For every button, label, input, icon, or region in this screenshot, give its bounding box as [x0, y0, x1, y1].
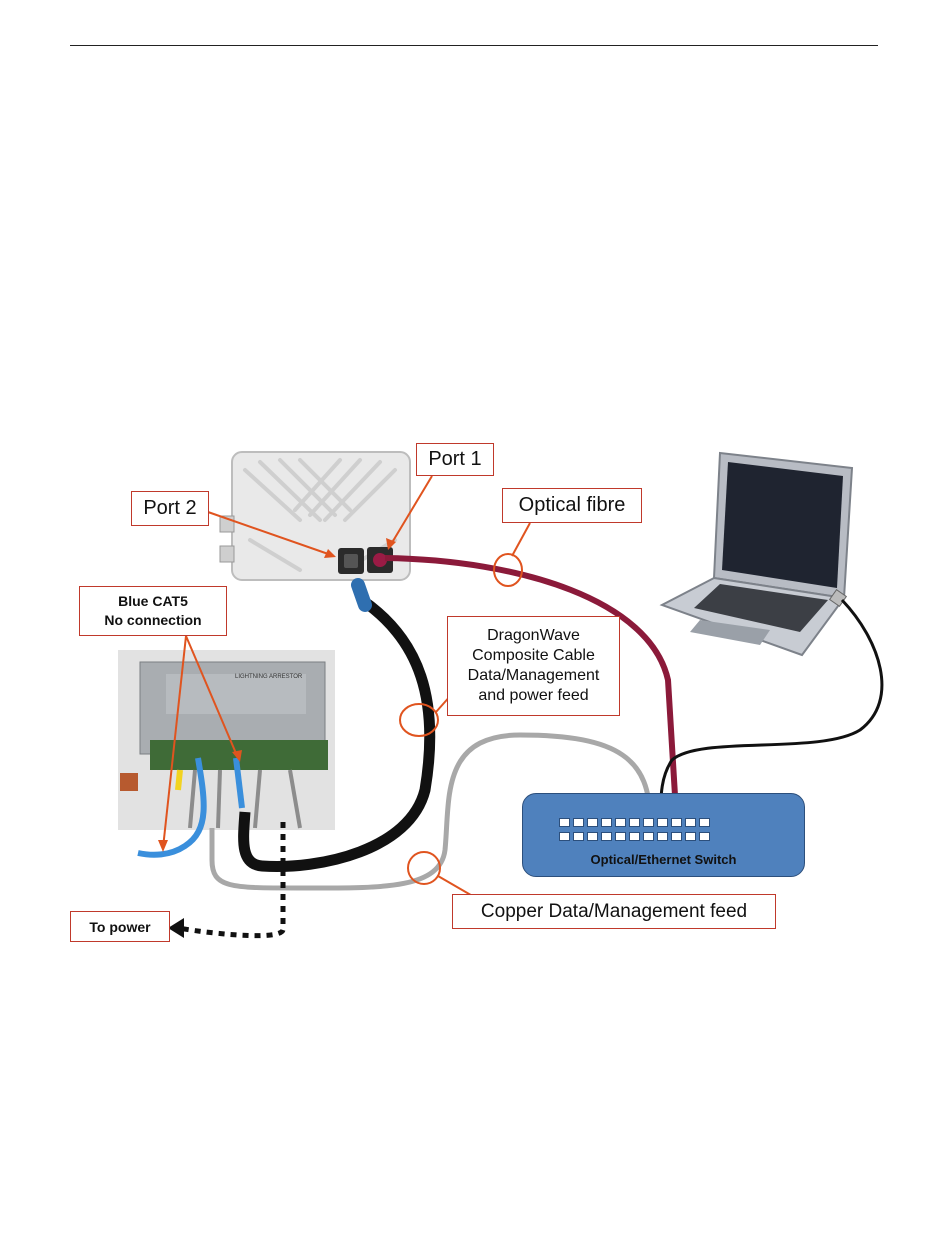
- switch-port: [615, 832, 626, 841]
- optical-ethernet-switch: Optical/Ethernet Switch: [522, 793, 805, 877]
- blue-cat5-label: Blue CAT5 No connection: [79, 586, 227, 636]
- laptop: [662, 453, 852, 655]
- switch-port: [629, 832, 640, 841]
- port1-label: Port 1: [416, 443, 494, 476]
- switch-port: [699, 832, 710, 841]
- switch-port: [685, 818, 696, 827]
- composite-connector: [358, 585, 365, 605]
- switch-port: [587, 818, 598, 827]
- switch-port: [615, 818, 626, 827]
- radio-unit: [220, 452, 410, 580]
- power-arrow-head: [168, 918, 184, 938]
- switch-port: [601, 832, 612, 841]
- optical-fibre-label: Optical fibre: [502, 488, 642, 523]
- switch-label: Optical/Ethernet Switch: [523, 852, 804, 867]
- switch-port: [685, 832, 696, 841]
- switch-port: [573, 832, 584, 841]
- switch-port: [601, 818, 612, 827]
- switch-port: [559, 818, 570, 827]
- switch-port: [629, 818, 640, 827]
- switch-port: [657, 832, 668, 841]
- switch-port: [573, 818, 584, 827]
- switch-port: [559, 832, 570, 841]
- copper-feed-label: Copper Data/Management feed: [452, 894, 776, 929]
- switch-port: [699, 818, 710, 827]
- to-power-label: To power: [70, 911, 170, 942]
- port2-label: Port 2: [131, 491, 209, 526]
- lightning-arrestor: LIGHTNING ARRESTOR: [118, 650, 335, 855]
- switch-port: [643, 818, 654, 827]
- switch-port: [671, 818, 682, 827]
- switch-port: [587, 832, 598, 841]
- switch-port: [671, 832, 682, 841]
- composite-cable-label: DragonWave Composite Cable Data/Manageme…: [447, 616, 620, 716]
- switch-port: [657, 818, 668, 827]
- switch-port: [643, 832, 654, 841]
- arrestor-brand-text: LIGHTNING ARRESTOR: [235, 674, 303, 680]
